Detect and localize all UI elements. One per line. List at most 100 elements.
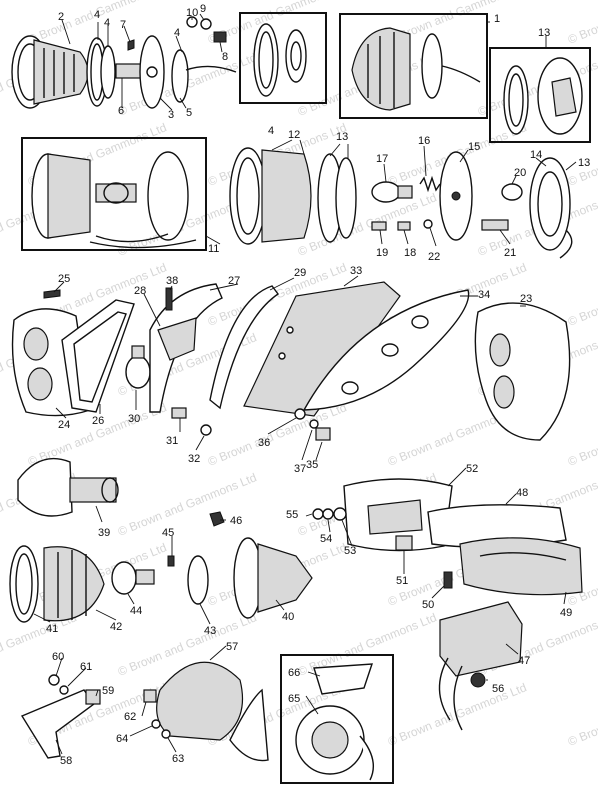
label-52: 52 bbox=[466, 463, 478, 475]
label-64: 64 bbox=[116, 733, 128, 745]
washer-9 bbox=[200, 18, 212, 30]
label-47: 47 bbox=[518, 655, 530, 667]
label-45: 45 bbox=[162, 527, 174, 539]
lens-42 bbox=[43, 546, 105, 622]
label-32: 32 bbox=[188, 453, 200, 465]
label-53: 53 bbox=[344, 545, 356, 557]
label-28: 28 bbox=[134, 285, 146, 297]
inset-4-gaskets bbox=[253, 23, 307, 97]
label-65: 65 bbox=[288, 693, 300, 705]
label-60: 60 bbox=[52, 651, 64, 663]
label-16: 16 bbox=[418, 135, 430, 147]
label-36: 36 bbox=[258, 437, 270, 449]
bolt-59 bbox=[85, 689, 101, 705]
watermark-text: © Brown and Gammons Ltd bbox=[566, 0, 598, 47]
washer-10 bbox=[186, 16, 198, 28]
lamp-lens-2 bbox=[33, 39, 89, 105]
label-59: 59 bbox=[102, 685, 114, 697]
label-11: 11 bbox=[208, 243, 219, 255]
label-4-b: 4 bbox=[104, 17, 110, 29]
inset-1-lamp bbox=[351, 27, 481, 111]
washer-64 bbox=[151, 719, 161, 729]
label-50: 50 bbox=[422, 599, 434, 611]
inset-11-lamp bbox=[31, 151, 197, 249]
washer-60 bbox=[48, 674, 60, 686]
gasket-29 bbox=[209, 285, 279, 410]
washer-22 bbox=[423, 219, 433, 229]
label-4-inset: 4 bbox=[268, 125, 274, 137]
watermark-text: © Brown and Gammons Ltd bbox=[296, 190, 439, 259]
label-17: 17 bbox=[376, 153, 388, 165]
gasket-26 bbox=[61, 299, 135, 413]
lens-39 bbox=[17, 457, 73, 517]
label-24: 24 bbox=[58, 419, 70, 431]
screw-35 bbox=[315, 427, 331, 441]
label-7: 7 bbox=[120, 19, 126, 31]
inset-horn-internals bbox=[295, 663, 374, 781]
watermark-text: © Brown and Gammons Ltd bbox=[206, 0, 349, 47]
label-51: 51 bbox=[396, 575, 408, 587]
screw-50 bbox=[443, 571, 453, 589]
label-1: 1 bbox=[494, 13, 500, 25]
cover-49 bbox=[459, 537, 583, 596]
screw-31 bbox=[171, 407, 187, 419]
label-30: 30 bbox=[128, 413, 140, 425]
label-25: 25 bbox=[58, 273, 70, 285]
label-39: 39 bbox=[98, 527, 110, 539]
bracket-28 bbox=[157, 317, 197, 361]
horn-57 bbox=[156, 661, 244, 741]
label-6: 6 bbox=[118, 105, 124, 117]
bracket-58 bbox=[20, 689, 95, 759]
label-58: 58 bbox=[60, 755, 72, 767]
label-10: 10 bbox=[186, 7, 198, 19]
inset-box-65-66 bbox=[280, 654, 394, 784]
label-2: 2 bbox=[58, 11, 64, 23]
label-5: 5 bbox=[186, 107, 192, 119]
back-plate-14 bbox=[529, 157, 571, 251]
label-61: 61 bbox=[80, 661, 92, 673]
clip-38 bbox=[165, 287, 173, 311]
part-number-labels: 2 4 4 7 10 9 4 8 6 3 5 4 1 13 11 12 13 1… bbox=[46, 3, 590, 767]
plate-43 bbox=[187, 555, 209, 605]
watermark-text: © Brown and Gammons Ltd bbox=[386, 680, 529, 749]
label-43: 43 bbox=[204, 625, 216, 637]
label-23: 23 bbox=[520, 293, 532, 305]
inset-boxes bbox=[21, 12, 591, 784]
label-4-a: 4 bbox=[94, 9, 100, 21]
label-44: 44 bbox=[130, 605, 142, 617]
label-14: 14 bbox=[530, 149, 542, 161]
bulb-17 bbox=[371, 181, 401, 203]
part-18 bbox=[397, 221, 411, 231]
nut-8 bbox=[213, 31, 227, 43]
label-4-c: 4 bbox=[174, 27, 180, 39]
label-42: 42 bbox=[110, 621, 122, 633]
label-33: 33 bbox=[350, 265, 362, 277]
label-55: 55 bbox=[286, 509, 298, 521]
label-22: 22 bbox=[428, 251, 440, 263]
label-38: 38 bbox=[166, 275, 178, 287]
gasket-5 bbox=[171, 49, 189, 103]
label-13-a: 13 bbox=[336, 131, 348, 143]
stop-lamp-assembly bbox=[9, 511, 313, 623]
indicator-lamp-39 bbox=[17, 457, 119, 517]
watermark-text: © Brown and Gammons Ltd bbox=[566, 260, 598, 329]
label-29: 29 bbox=[294, 267, 306, 279]
horn-assembly bbox=[20, 661, 269, 762]
label-9: 9 bbox=[200, 3, 206, 15]
watermark-text: © Brown and Gammons Ltd bbox=[0, 610, 79, 679]
grommet-56 bbox=[470, 672, 486, 688]
label-46: 46 bbox=[230, 515, 242, 527]
label-54: 54 bbox=[320, 533, 332, 545]
bulb-44 bbox=[111, 561, 137, 595]
part-19 bbox=[371, 221, 387, 231]
label-15: 15 bbox=[468, 141, 480, 153]
label-56: 56 bbox=[492, 683, 504, 695]
watermark-text: © Brown and Gammons Ltd bbox=[566, 400, 598, 469]
label-57: 57 bbox=[226, 641, 238, 653]
label-31: 31 bbox=[166, 435, 178, 447]
tail-lamp-assembly bbox=[229, 147, 573, 259]
label-3: 3 bbox=[168, 109, 174, 121]
plate-lamp-assembly bbox=[11, 281, 571, 441]
inset-box-1 bbox=[339, 13, 488, 119]
